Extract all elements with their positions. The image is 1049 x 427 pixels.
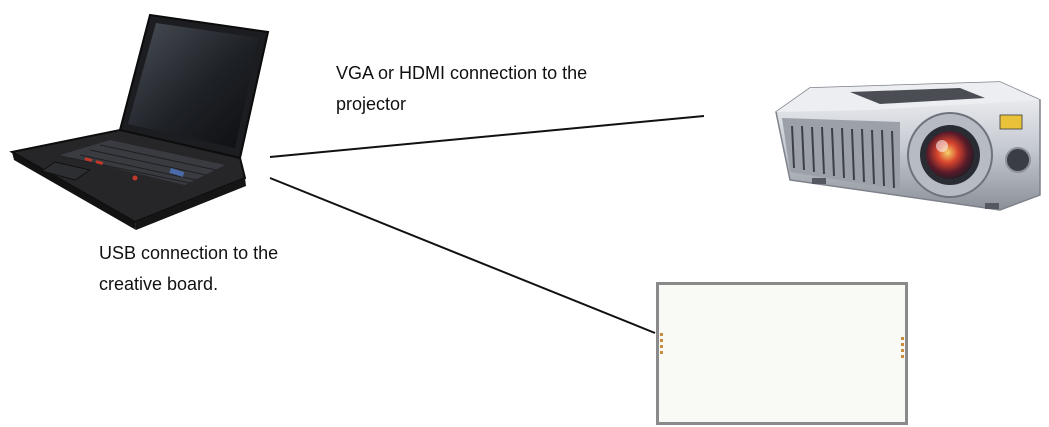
laptop-icon <box>9 13 270 230</box>
vga-label-line-2: projector <box>336 94 407 114</box>
vga-hdmi-cable <box>269 115 705 158</box>
vga-label-line-1: VGA or HDMI connection to the <box>336 63 588 83</box>
usb-cable <box>269 177 656 334</box>
projector-icon <box>775 81 1041 211</box>
usb-label-line-2: creative board. <box>99 274 219 294</box>
vga-hdmi-connection-label: VGA or HDMI connection to the projector <box>336 58 587 120</box>
usb-connection-label: USB connection to the creative board. <box>99 238 278 300</box>
usb-label-line-1: USB connection to the <box>99 243 279 263</box>
interactive-whiteboard-icon <box>656 282 908 425</box>
